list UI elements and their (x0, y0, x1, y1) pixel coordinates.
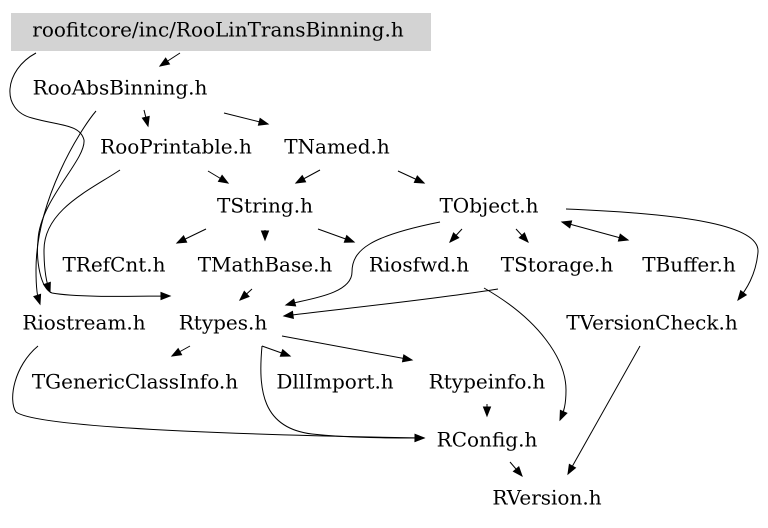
edge-TBuffer-return (562, 222, 628, 240)
arrowhead-RConfig-to-RVersion (512, 466, 523, 478)
arrowhead-RooPrintable-to-Riostream (42, 281, 51, 294)
node-TRefCnt: TRefCnt.h (62, 253, 165, 277)
node-TVersionCheck: TVersionCheck.h (566, 311, 738, 335)
arrowhead-TObject-to-TStorage (518, 232, 529, 244)
arrowhead-RooAbsBinning-to-TNamed (257, 117, 270, 126)
node-root: roofitcore/inc/RooLinTransBinning.h (32, 18, 404, 42)
arrowhead-Rtypes-to-Rtypeinfo (401, 354, 414, 363)
node-Rtypes: Rtypes.h (179, 311, 268, 335)
node-TBuffer: TBuffer.h (642, 253, 736, 277)
node-TGenericClassInfo: TGenericClassInfo.h (32, 370, 238, 394)
arrowhead-RooAbsBinning-to-RooPrintable (141, 115, 150, 128)
arrowhead-TStorage-to-Rtypes (282, 310, 294, 319)
edge-TStorage-to-RConfig (483, 287, 567, 421)
edge-TStorage-to-Rtypes (283, 288, 499, 317)
node-Rtypeinfo: Rtypeinfo.h (429, 370, 546, 394)
edge-Riostream-to-RConfig (12, 345, 425, 439)
edge-TObject-to-Rtypes (285, 221, 441, 306)
arrowhead-TObject-to-TBuffer (617, 233, 630, 242)
arrowhead-TMathBase-to-Rtypes (238, 290, 250, 301)
node-TNamed: TNamed.h (284, 135, 390, 159)
edge-root-to-Rtypes (9, 52, 171, 297)
arrowhead-TObject-to-Rtypes (284, 298, 297, 307)
arrowhead-TString-to-Riosfwd (343, 234, 356, 243)
arrowhead-Rtypes-to-TGenericClassInfo (170, 347, 183, 357)
arrowhead-Rtypes-to-DllImport (279, 348, 292, 357)
node-RooPrintable: RooPrintable.h (100, 135, 252, 159)
node-RConfig: RConfig.h (437, 428, 538, 452)
arrowhead-TString-to-TMathBase (260, 230, 270, 242)
node-Riosfwd: Riosfwd.h (369, 253, 469, 277)
node-RooAbsBinning: RooAbsBinning.h (33, 76, 208, 100)
arrowhead-root-to-Rtypes (160, 291, 172, 301)
arrowhead-RooAbsBinning-to-Riostream (33, 293, 42, 306)
node-TString: TString.h (217, 194, 313, 218)
node-RVersion: RVersion.h (492, 486, 601, 510)
arrowhead-TObject-to-TVersionCheck (737, 289, 748, 302)
node-TObject: TObject.h (439, 194, 538, 218)
arrowhead-Riostream-to-RConfig (414, 433, 426, 443)
node-Riostream: Riostream.h (22, 311, 145, 335)
arrowhead-TStorage-to-RConfig (559, 409, 568, 422)
arrowhead-root-to-RooAbsBinning (158, 57, 171, 67)
arrowhead-TBuffer-return (560, 220, 573, 229)
arrowhead-RooPrintable-to-TString (217, 174, 230, 184)
arrowhead-TObject-to-Riosfwd (449, 232, 460, 244)
node-TStorage: TStorage.h (501, 253, 614, 277)
arrowhead-TVersionCheck-to-RVersion (567, 463, 577, 476)
node-DllImport: DllImport.h (276, 370, 393, 394)
edge-RooPrintable-to-Riostream (43, 169, 121, 293)
edge-Rtypes-to-Rtypeinfo (281, 335, 413, 361)
arrowhead-TNamed-to-TObject (413, 175, 426, 184)
edge-TVersionCheck-to-RVersion (567, 345, 641, 475)
arrowhead-TNamed-to-TString (294, 174, 307, 184)
edge-TObject-to-TBuffer (561, 221, 629, 241)
arrowhead-TString-to-TRefCnt (175, 235, 188, 244)
root-node-box (11, 13, 431, 51)
arrowhead-Rtypeinfo-to-RConfig (482, 406, 492, 418)
edge-TObject-to-TVersionCheck (565, 208, 759, 301)
node-TMathBase: TMathBase.h (198, 253, 333, 277)
